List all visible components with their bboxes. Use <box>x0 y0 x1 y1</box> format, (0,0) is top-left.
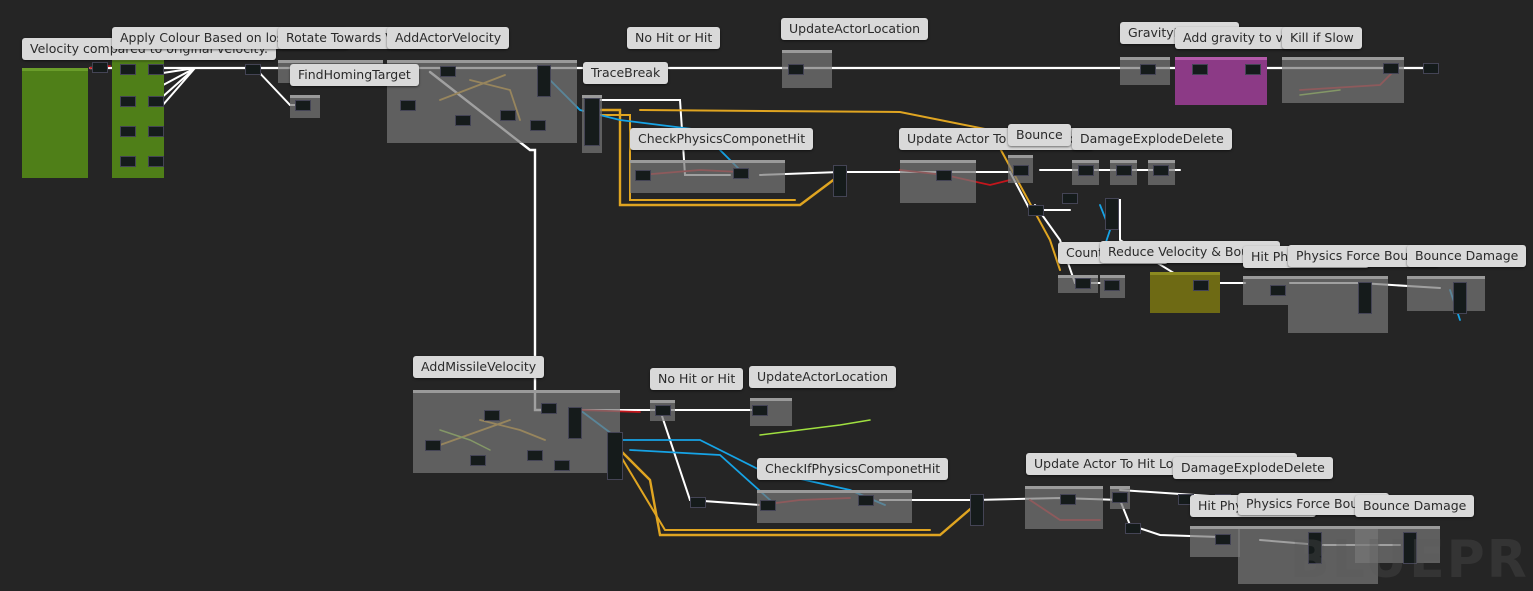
blueprint-node[interactable] <box>568 407 582 439</box>
blueprint-node[interactable] <box>1105 198 1119 230</box>
blueprint-node[interactable] <box>1403 532 1417 564</box>
blueprint-node[interactable] <box>1078 165 1094 176</box>
blueprint-node[interactable] <box>554 460 570 471</box>
comment-title-update-location-bottom[interactable]: UpdateActorLocation <box>749 366 897 388</box>
comment-box-check-physics[interactable] <box>630 160 785 193</box>
comment-title-no-hit-bottom[interactable]: No Hit or Hit <box>650 368 744 390</box>
blueprint-node[interactable] <box>733 168 749 179</box>
comment-title-bounce-damage-top[interactable]: Bounce Damage <box>1407 245 1527 267</box>
blueprint-node[interactable] <box>833 165 847 197</box>
blueprint-node[interactable] <box>752 405 768 416</box>
blueprint-node[interactable] <box>1215 534 1231 545</box>
comment-box-bounce-damage-top[interactable] <box>1407 276 1485 311</box>
struct-wire <box>599 114 796 201</box>
blueprint-node[interactable] <box>425 440 441 451</box>
struct-wire <box>598 108 842 207</box>
blueprint-node[interactable] <box>484 410 500 421</box>
blueprint-node[interactable] <box>148 126 164 137</box>
blueprint-node[interactable] <box>527 450 543 461</box>
comment-title-physics-force-top[interactable]: Physics Force Bounce <box>1288 245 1439 267</box>
float-wire <box>759 419 871 436</box>
blueprint-node[interactable] <box>788 64 804 75</box>
blueprint-node[interactable] <box>1453 282 1467 314</box>
blueprint-node[interactable] <box>936 170 952 181</box>
comment-box-reduce-velocity-olive[interactable] <box>1150 272 1220 313</box>
comment-title-update-location-top[interactable]: UpdateActorLocation <box>781 18 929 40</box>
blueprint-node[interactable] <box>1060 494 1076 505</box>
comment-box-velocity[interactable] <box>22 68 88 178</box>
comment-box-bounce-damage-bottom[interactable] <box>1355 526 1440 563</box>
blueprint-node[interactable] <box>530 120 546 131</box>
blueprint-node[interactable] <box>1423 63 1439 74</box>
comment-title-damage-explode-delete-bottom[interactable]: DamageExplodeDelete <box>1173 457 1333 479</box>
comment-title-kill-slow[interactable]: Kill if Slow <box>1282 27 1362 49</box>
blueprint-node[interactable] <box>858 495 874 506</box>
blueprint-node[interactable] <box>148 64 164 75</box>
comment-title-bounce-top[interactable]: Bounce <box>1008 124 1071 146</box>
comment-box-update-to-hit-top[interactable] <box>900 160 976 203</box>
blueprint-node[interactable] <box>120 126 136 137</box>
comment-box-add-missile-velocity[interactable] <box>413 390 620 473</box>
comment-box-check-if-physics[interactable] <box>757 490 912 523</box>
blueprint-node[interactable] <box>1104 280 1120 291</box>
struct-wire <box>619 454 931 531</box>
exec-wire <box>579 409 761 506</box>
blueprint-node[interactable] <box>607 432 623 480</box>
blueprint-node[interactable] <box>537 65 551 97</box>
blueprint-node[interactable] <box>1140 64 1156 75</box>
blueprint-node[interactable] <box>120 156 136 167</box>
comment-title-reduce-velocity[interactable]: Reduce Velocity & Bounce <box>1100 241 1280 263</box>
blueprint-watermark: BLUEPRINT <box>1290 530 1533 590</box>
comment-title-find-homing[interactable]: FindHomingTarget <box>290 64 419 86</box>
blueprint-node[interactable] <box>1192 64 1208 75</box>
blueprint-node[interactable] <box>148 156 164 167</box>
blueprint-node[interactable] <box>92 62 108 73</box>
comment-box-update-to-hit-bottom[interactable] <box>1025 486 1103 529</box>
blueprint-node[interactable] <box>440 66 456 77</box>
blueprint-node[interactable] <box>1270 285 1286 296</box>
blueprint-node[interactable] <box>1193 280 1209 291</box>
blueprint-node[interactable] <box>148 96 164 107</box>
comment-title-physics-force-bottom[interactable]: Physics Force Bounce <box>1238 493 1389 515</box>
blueprint-node[interactable] <box>541 403 557 414</box>
comment-title-trace-break[interactable]: TraceBreak <box>583 62 669 84</box>
blueprint-node[interactable] <box>1075 278 1091 289</box>
blueprint-node[interactable] <box>245 64 261 75</box>
blueprint-node[interactable] <box>1153 165 1169 176</box>
blueprint-node[interactable] <box>655 405 671 416</box>
comment-title-no-hit-top[interactable]: No Hit or Hit <box>627 27 721 49</box>
comment-title-bounce-damage-bottom[interactable]: Bounce Damage <box>1355 495 1475 517</box>
blueprint-node[interactable] <box>1116 165 1132 176</box>
blueprint-node[interactable] <box>1383 63 1399 74</box>
object-wire <box>629 449 771 501</box>
blueprint-node[interactable] <box>1013 165 1029 176</box>
blueprint-node[interactable] <box>500 110 516 121</box>
blueprint-node[interactable] <box>635 170 651 181</box>
struct-wire <box>618 448 977 537</box>
blueprint-node[interactable] <box>1245 64 1261 75</box>
comment-title-add-actor-velocity[interactable]: AddActorVelocity <box>387 27 510 49</box>
comment-box-physics-force-top[interactable] <box>1288 276 1388 333</box>
comment-title-add-missile-velocity[interactable]: AddMissileVelocity <box>413 356 545 378</box>
comment-title-check-physics[interactable]: CheckPhysicsComponetHit <box>630 128 814 150</box>
blueprint-node[interactable] <box>970 494 984 526</box>
blueprint-node[interactable] <box>690 497 706 508</box>
blueprint-node[interactable] <box>1062 193 1078 204</box>
blueprint-node[interactable] <box>455 115 471 126</box>
blueprint-node[interactable] <box>120 96 136 107</box>
blueprint-node[interactable] <box>120 64 136 75</box>
blueprint-node[interactable] <box>1358 282 1372 314</box>
blueprint-node[interactable] <box>1125 523 1141 534</box>
blueprint-node[interactable] <box>1308 532 1322 564</box>
blueprint-node[interactable] <box>1028 205 1044 216</box>
blueprint-node[interactable] <box>470 455 486 466</box>
blueprint-node[interactable] <box>400 100 416 111</box>
blueprint-node[interactable] <box>1112 492 1128 503</box>
blueprint-node[interactable] <box>584 98 600 146</box>
blueprint-node[interactable] <box>295 100 311 111</box>
comment-title-check-if-physics[interactable]: CheckIfPhysicsComponetHit <box>757 458 949 480</box>
blueprint-node[interactable] <box>760 500 776 511</box>
comment-title-damage-explode-delete-top[interactable]: DamageExplodeDelete <box>1072 128 1232 150</box>
